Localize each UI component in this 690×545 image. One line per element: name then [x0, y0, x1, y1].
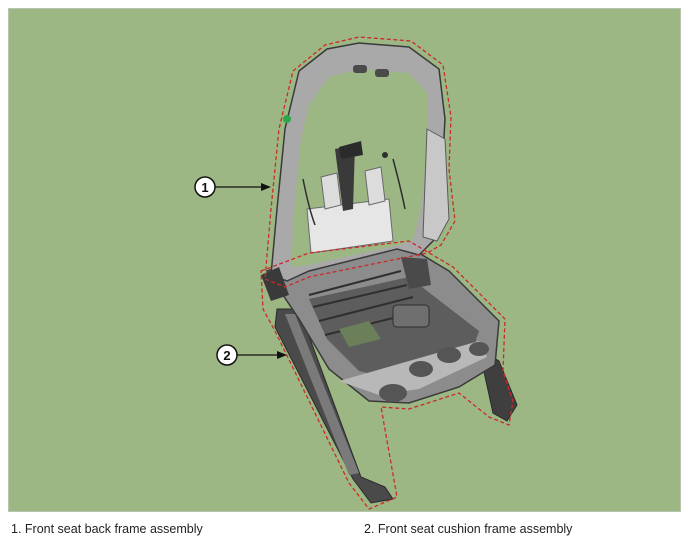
- seat-back-frame: [261, 42, 450, 301]
- seat-cushion-frame: [265, 246, 518, 504]
- cushion-frame-outline: [260, 240, 514, 510]
- callout-1-number: 1: [201, 180, 208, 195]
- seat-frame-diagram: 1 2: [8, 8, 681, 512]
- callout-2: 2: [216, 344, 287, 366]
- callout-1: 1: [194, 176, 271, 198]
- caption-back-frame: 1. Front seat back frame assembly: [11, 522, 203, 536]
- caption-cushion-frame: 2. Front seat cushion frame assembly: [364, 522, 573, 536]
- back-frame-outline: [264, 36, 456, 288]
- callout-2-number: 2: [223, 348, 230, 363]
